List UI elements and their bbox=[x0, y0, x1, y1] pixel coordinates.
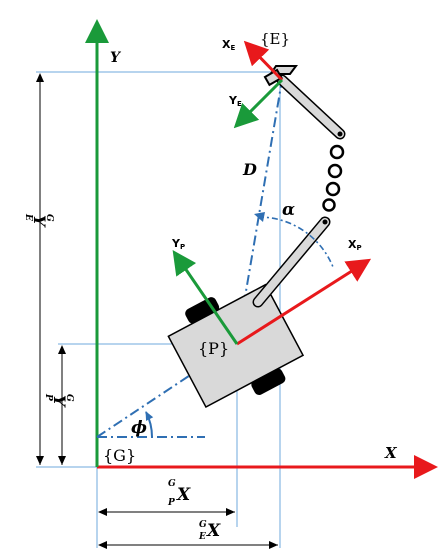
svg-text:X: X bbox=[206, 521, 221, 541]
xe-label: XE bbox=[222, 38, 235, 52]
endeffector-x-axis bbox=[243, 40, 284, 82]
yp-label: YP bbox=[171, 237, 185, 251]
xp-label: XP bbox=[348, 238, 362, 252]
mobile-platform bbox=[167, 283, 305, 408]
svg-text:P: P bbox=[43, 393, 53, 401]
frame-platform-label: {P} bbox=[198, 339, 229, 358]
svg-text:X: X bbox=[176, 485, 191, 505]
svg-text:G: G bbox=[168, 479, 176, 489]
distance-label: D bbox=[242, 160, 257, 179]
svg-text:E: E bbox=[198, 532, 206, 542]
gpx-label: G P X bbox=[167, 479, 191, 508]
dimension-arrows bbox=[36, 73, 278, 549]
endeffector-y-axis bbox=[233, 78, 284, 129]
alpha-arrowhead bbox=[254, 212, 265, 222]
manipulator-link-upper bbox=[276, 74, 346, 140]
gey-label: Y G E bbox=[23, 213, 54, 228]
alpha-arc bbox=[257, 216, 334, 268]
svg-text:G: G bbox=[64, 394, 74, 402]
svg-text:E: E bbox=[23, 213, 33, 221]
gpy-label: Y G P bbox=[43, 393, 74, 408]
platform-x-axis bbox=[236, 258, 372, 346]
alpha-label: α bbox=[282, 200, 295, 220]
wheel-bottom bbox=[251, 368, 286, 395]
axis-x-label: X bbox=[384, 444, 398, 462]
manipulator-link-lower bbox=[252, 216, 331, 308]
svg-text:G: G bbox=[44, 214, 54, 222]
svg-text:P: P bbox=[167, 498, 175, 508]
svg-text:Y: Y bbox=[30, 215, 49, 228]
phi-label: ϕ bbox=[131, 418, 147, 438]
svg-text:Y: Y bbox=[50, 395, 69, 408]
platform-y-axis bbox=[172, 250, 239, 345]
platform-body bbox=[167, 283, 305, 408]
svg-text:G: G bbox=[199, 520, 207, 530]
frame-endeffector-label: {E} bbox=[260, 30, 290, 48]
ye-label: YE bbox=[228, 94, 242, 108]
gex-label: G E X bbox=[198, 520, 221, 542]
phi-arc bbox=[145, 411, 154, 438]
axis-y-label: Y bbox=[110, 50, 122, 66]
frame-global-label: {G} bbox=[103, 446, 136, 465]
manipulator-chain bbox=[322, 144, 345, 212]
